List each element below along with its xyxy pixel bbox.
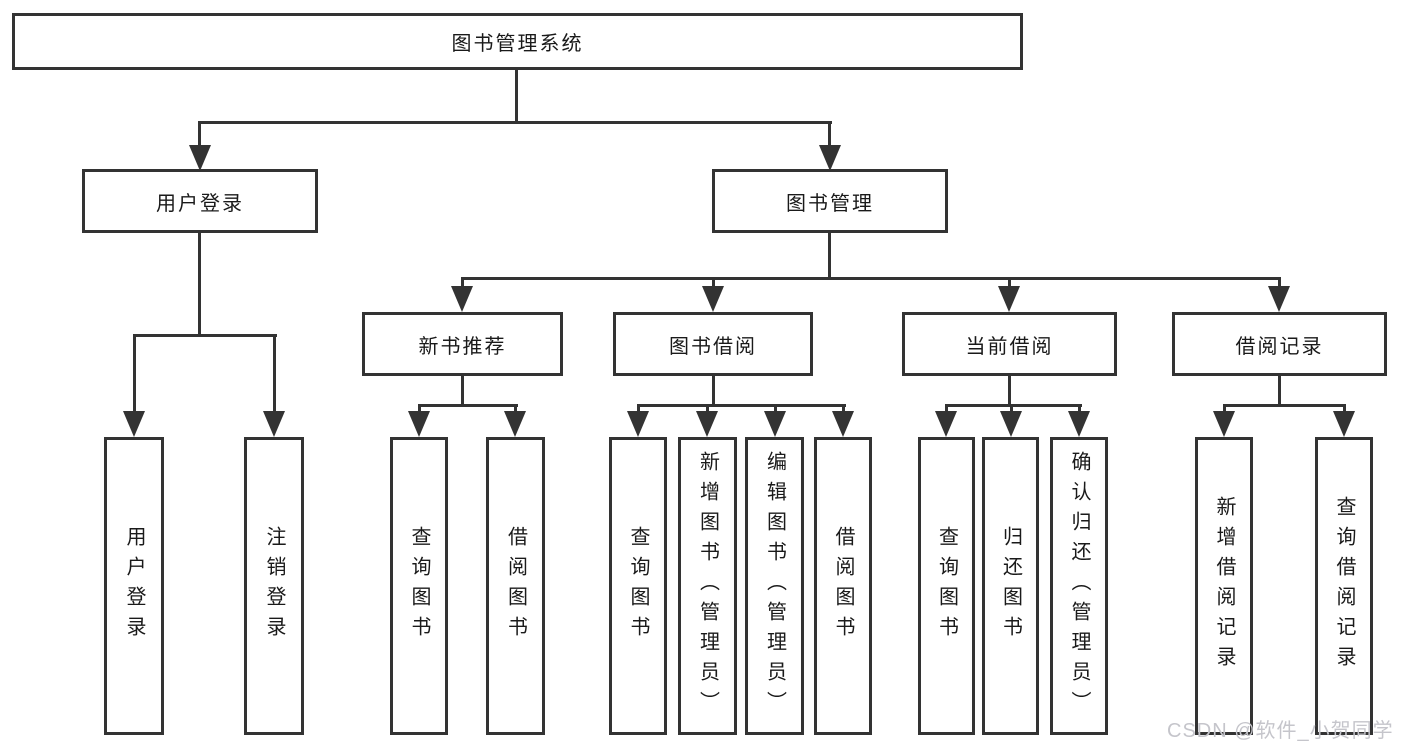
connector-line (515, 70, 518, 123)
node-label: 图书管理系统 (451, 33, 584, 55)
connector-line (198, 121, 201, 148)
arrow-head (998, 286, 1020, 312)
connector-line (1343, 404, 1346, 413)
arrow-head (764, 411, 786, 437)
connector-line (1223, 404, 1226, 413)
leaf-label: 编辑图书（管理员） (763, 451, 786, 721)
arrow-head (1268, 286, 1290, 312)
connector-line (842, 404, 845, 413)
arrow-head (504, 411, 526, 437)
node-book-borrowing: 图书借阅 (613, 312, 813, 376)
leaf-label: 新增借阅记录 (1213, 496, 1235, 676)
connector-line (1278, 376, 1281, 406)
connector-line (637, 404, 640, 413)
node-label: 图书管理 (786, 192, 874, 215)
connector-line (418, 404, 421, 413)
node-label: 用户登录 (156, 192, 244, 215)
connector-line (1010, 404, 1013, 413)
connector-line (945, 404, 948, 413)
connector-line (828, 121, 831, 148)
connector-line (828, 233, 831, 279)
leaf-return-book: 归还图书 (982, 437, 1039, 735)
arrow-head (819, 145, 841, 171)
leaf-query-borrow-record: 查询借阅记录 (1315, 437, 1373, 735)
connector-line (461, 277, 1281, 280)
leaf-user-login: 用户登录 (104, 437, 164, 735)
connector-line (712, 277, 715, 288)
arrow-head (189, 145, 211, 171)
connector-line (461, 376, 464, 406)
connector-line (706, 404, 709, 413)
leaf-edit-book-admin: 编辑图书（管理员） (745, 437, 804, 735)
arrow-head (123, 411, 145, 437)
leaf-label: 用户登录 (123, 526, 145, 646)
leaf-query-books-borrow: 查询图书 (609, 437, 667, 735)
leaf-borrow-books-recommend: 借阅图书 (486, 437, 545, 735)
leaf-label: 查询借阅记录 (1333, 496, 1355, 676)
connector-line (712, 376, 715, 406)
connector-line (133, 334, 136, 413)
arrow-head (832, 411, 854, 437)
leaf-label: 借阅图书 (504, 526, 527, 646)
connector-line (774, 404, 777, 413)
node-borrowing-records: 借阅记录 (1172, 312, 1387, 376)
leaf-add-book-admin: 新增图书（管理员） (678, 437, 737, 735)
connector-line (945, 404, 1082, 407)
leaf-query-books-current: 查询图书 (918, 437, 975, 735)
leaf-label: 查询图书 (627, 526, 649, 646)
connector-line (198, 233, 201, 337)
node-library-management-system: 图书管理系统 (12, 13, 1023, 70)
leaf-label: 注销登录 (263, 526, 285, 646)
arrow-head (451, 286, 473, 312)
arrow-head (1333, 411, 1355, 437)
arrow-head (263, 411, 285, 437)
connector-line (637, 404, 846, 407)
arrow-head (1213, 411, 1235, 437)
node-label: 借阅记录 (1235, 335, 1324, 358)
leaf-label: 归还图书 (999, 526, 1022, 646)
node-new-book-recommend: 新书推荐 (362, 312, 563, 376)
connector-line (1278, 277, 1281, 288)
arrow-head (935, 411, 957, 437)
node-user-login: 用户登录 (82, 169, 318, 233)
node-label: 新书推荐 (418, 335, 507, 358)
connector-line (1008, 277, 1011, 288)
leaf-query-books-recommend: 查询图书 (390, 437, 448, 735)
arrow-head (1068, 411, 1090, 437)
connector-line (133, 334, 277, 337)
connector-line (514, 404, 517, 413)
node-current-borrowing: 当前借阅 (902, 312, 1117, 376)
arrow-head (702, 286, 724, 312)
node-label: 图书借阅 (669, 335, 757, 358)
leaf-logout: 注销登录 (244, 437, 304, 735)
leaf-label: 新增图书（管理员） (696, 451, 719, 721)
leaf-borrow-books: 借阅图书 (814, 437, 872, 735)
node-book-management: 图书管理 (712, 169, 948, 233)
connector-line (198, 121, 832, 124)
leaf-confirm-return-admin: 确认归还（管理员） (1050, 437, 1108, 735)
leaf-label: 借阅图书 (832, 526, 854, 646)
leaf-label: 查询图书 (935, 526, 958, 646)
connector-line (1078, 404, 1081, 413)
connector-line (418, 404, 518, 407)
arrow-head (627, 411, 649, 437)
arrow-head (1000, 411, 1022, 437)
node-label: 当前借阅 (965, 335, 1054, 358)
connector-line (1008, 376, 1011, 406)
leaf-label: 确认归还（管理员） (1068, 451, 1090, 721)
connector-line (1223, 404, 1346, 407)
connector-line (461, 277, 464, 288)
connector-line (273, 334, 276, 413)
leaf-add-borrow-record: 新增借阅记录 (1195, 437, 1253, 735)
watermark: CSDN @软件_小贺同学 (1167, 720, 1394, 742)
leaf-label: 查询图书 (408, 526, 430, 646)
arrow-head (408, 411, 430, 437)
arrow-head (696, 411, 718, 437)
